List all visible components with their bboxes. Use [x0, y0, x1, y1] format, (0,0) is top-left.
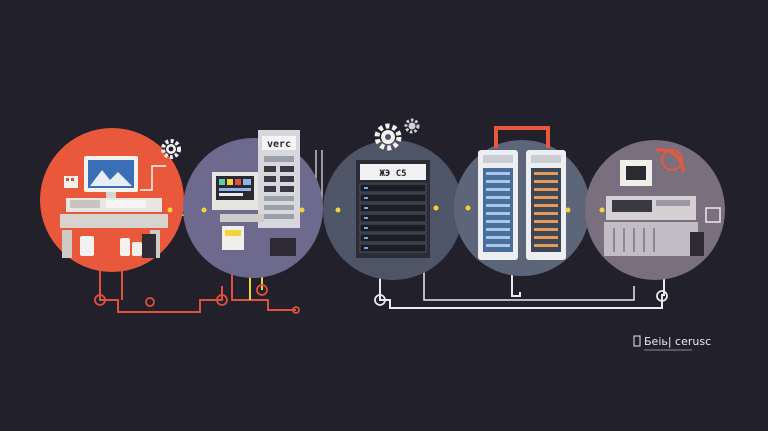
fridge-server-icon: [526, 150, 566, 260]
workstation-desk: [60, 176, 168, 258]
coolant-pipe: [494, 126, 550, 148]
gear-icon: [161, 139, 181, 159]
control-panel: [212, 172, 296, 256]
gear-icon: [404, 118, 420, 134]
gear-icon: [374, 123, 402, 151]
rack-panel-label: ЖЭ С5: [379, 169, 406, 179]
corner-logo: Бeiь| cerusc: [633, 335, 711, 351]
server-tower: verc: [258, 130, 300, 228]
monitor-icon: [84, 156, 138, 198]
tower-sign: verc: [267, 139, 291, 150]
server-rack-icon: ЖЭ С5: [356, 160, 430, 258]
corner-logo-text: Бeiь| cerusc: [644, 335, 711, 348]
connector-dots: [167, 205, 605, 213]
fridge-server-icon: [478, 150, 518, 260]
connector-node-icon: [94, 284, 668, 314]
stage-circle-fridge: [454, 140, 590, 276]
monitor-cable: [140, 165, 166, 191]
lab-machine-icon: [604, 148, 721, 256]
